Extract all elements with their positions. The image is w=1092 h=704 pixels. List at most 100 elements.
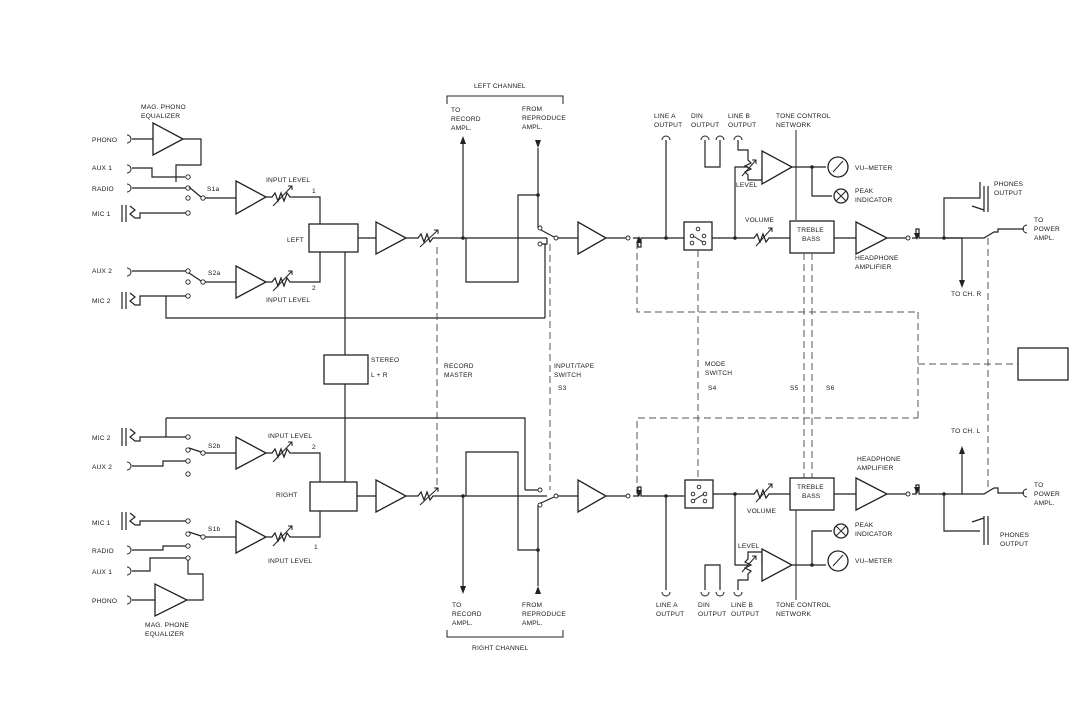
line-a-output-r-2: OUTPUT	[656, 611, 684, 618]
record-master-1: RECORD	[444, 363, 474, 370]
to-power-l-2: POWER	[1034, 226, 1060, 233]
input-radio-label: RADIO	[92, 186, 114, 193]
center-section: STEREO L + R RECORD MASTER INPUT/TAPE SW…	[323, 238, 1069, 494]
right-channel-label: RIGHT CHANNEL	[472, 645, 528, 652]
to-record-r-2: RECORD	[452, 611, 482, 618]
right-mixer-block	[309, 481, 358, 512]
input-level-label-l1: INPUT LEVEL	[266, 177, 310, 184]
input-mic1-label: MIC 1	[92, 211, 111, 218]
switch-s2b-label: S2b	[208, 443, 220, 450]
input-tape-switch-1: INPUT/TAPE	[554, 363, 595, 370]
mag-phone-eq-label-2: EQUALIZER	[145, 631, 184, 638]
input-radio-r-label: RADIO	[92, 548, 114, 555]
line-a-output-r-1: LINE A	[656, 602, 678, 609]
headphone-amp-l-1: HEADPHONE	[855, 255, 899, 262]
input-amp-right-1	[235, 519, 268, 555]
level-l: LEVEL	[736, 182, 758, 189]
input-level-num-r1: 1	[314, 544, 318, 551]
input-mic2-label: MIC 2	[92, 298, 111, 305]
din-output-r-1: DIN	[698, 602, 710, 609]
din-output-l-2: OUTPUT	[691, 122, 719, 129]
switch-s2a-label: S2a	[208, 270, 220, 277]
input-phono-label: PHONO	[92, 137, 117, 144]
line-a-output-l-1: LINE A	[654, 113, 676, 120]
to-power-r-2: POWER	[1034, 491, 1060, 498]
headphone-amp-r-2: AMPLIFIER	[857, 465, 894, 472]
to-ch-r: TO CH. R	[951, 291, 981, 298]
from-reproduce-r-3: AMPL.	[522, 620, 543, 627]
input-amp-right-2	[235, 435, 268, 471]
din-output-r-2: OUTPUT	[698, 611, 726, 618]
mode-switch-left	[683, 221, 713, 251]
phones-output-r-2: OUTPUT	[1000, 541, 1028, 548]
left-channel-label: LEFT CHANNEL	[474, 83, 526, 90]
l-plus-r-label: L + R	[371, 372, 388, 379]
left-record-amp	[375, 220, 408, 256]
treble-bass-right	[789, 477, 835, 511]
from-reproduce-l-2: REPRODUCE	[522, 115, 566, 122]
left-main-amp	[577, 220, 608, 256]
mag-phone-eq-label-1: MAG. PHONE	[145, 622, 190, 629]
mode-switch-1: MODE	[705, 361, 726, 368]
phones-output-l-1: PHONES	[994, 181, 1023, 188]
input-mic2-r-label: MIC 2	[92, 435, 111, 442]
peak-indicator-r-2: INDICATOR	[855, 531, 892, 538]
to-record-l-2: RECORD	[451, 116, 481, 123]
s4-label: S4	[708, 385, 717, 392]
input-aux2-label: AUX 2	[92, 268, 112, 275]
left-channel-section: LEFT CHANNEL MAG. PHONO EQUALIZER PHONO …	[92, 83, 1060, 319]
input-aux2-r-label: AUX 2	[92, 464, 112, 471]
record-master-2: MASTER	[444, 372, 473, 379]
right-main-amp	[577, 478, 608, 514]
tone-control-r-1: TONE CONTROL	[776, 602, 831, 609]
from-reproduce-r-1: FROM	[522, 602, 542, 609]
vu-meter-r: VU–METER	[855, 558, 893, 565]
from-reproduce-l-1: FROM	[522, 106, 542, 113]
right-mixer-label: RIGHT	[276, 492, 298, 499]
volume-l: VOLUME	[745, 217, 774, 224]
stereo-label: STEREO	[371, 357, 399, 364]
to-power-l-1: TO	[1034, 217, 1043, 224]
from-reproduce-l-3: AMPL.	[522, 124, 543, 131]
treble-r: TREBLE	[797, 484, 824, 491]
left-mixer-label: LEFT	[287, 237, 304, 244]
headphone-amp-left	[855, 220, 889, 256]
vu-meter-l: VU–METER	[855, 165, 893, 172]
mag-phono-equalizer-amp	[152, 121, 185, 157]
input-aux1-r-label: AUX 1	[92, 569, 112, 576]
input-level-num-l1: 1	[312, 188, 316, 195]
treble-l: TREBLE	[797, 227, 824, 234]
external-block	[1017, 347, 1069, 381]
input-phono-r-label: PHONO	[92, 598, 117, 605]
switch-s1a-label: S1a	[207, 186, 219, 193]
input-tape-switch-2: SWITCH	[554, 372, 581, 379]
din-output-l-1: DIN	[691, 113, 703, 120]
input-amp-left-1	[235, 179, 268, 216]
treble-bass-left	[789, 220, 835, 254]
bass-l: BASS	[802, 236, 821, 243]
input-level-num-l2: 2	[312, 285, 316, 292]
headphone-amp-right	[855, 476, 889, 512]
volume-r: VOLUME	[747, 508, 776, 515]
vu-driver-amp-left	[761, 149, 794, 186]
to-ch-l: TO CH. L	[951, 428, 980, 435]
input-mic1-r-label: MIC 1	[92, 520, 111, 527]
tone-control-l-1: TONE CONTROL	[776, 113, 831, 120]
phones-output-r-1: PHONES	[1000, 532, 1029, 539]
to-record-l-3: AMPL.	[451, 125, 472, 132]
to-record-r-3: AMPL.	[452, 620, 473, 627]
input-level-label-l2: INPUT LEVEL	[266, 297, 310, 304]
switch-s1b-label: S1b	[208, 526, 220, 533]
line-b-output-l-2: OUTPUT	[728, 122, 756, 129]
headphone-amp-r-1: HEADPHONE	[857, 456, 901, 463]
peak-indicator-r-1: PEAK	[855, 522, 874, 529]
stereo-sum-block	[323, 354, 369, 385]
s6-label: S6	[826, 385, 835, 392]
bass-r: BASS	[802, 493, 821, 500]
peak-indicator-l-2: INDICATOR	[855, 197, 892, 204]
from-reproduce-r-2: REPRODUCE	[522, 611, 566, 618]
s5-label: S5	[790, 385, 799, 392]
mode-switch-2: SWITCH	[705, 370, 732, 377]
level-r: LEVEL	[738, 543, 760, 550]
